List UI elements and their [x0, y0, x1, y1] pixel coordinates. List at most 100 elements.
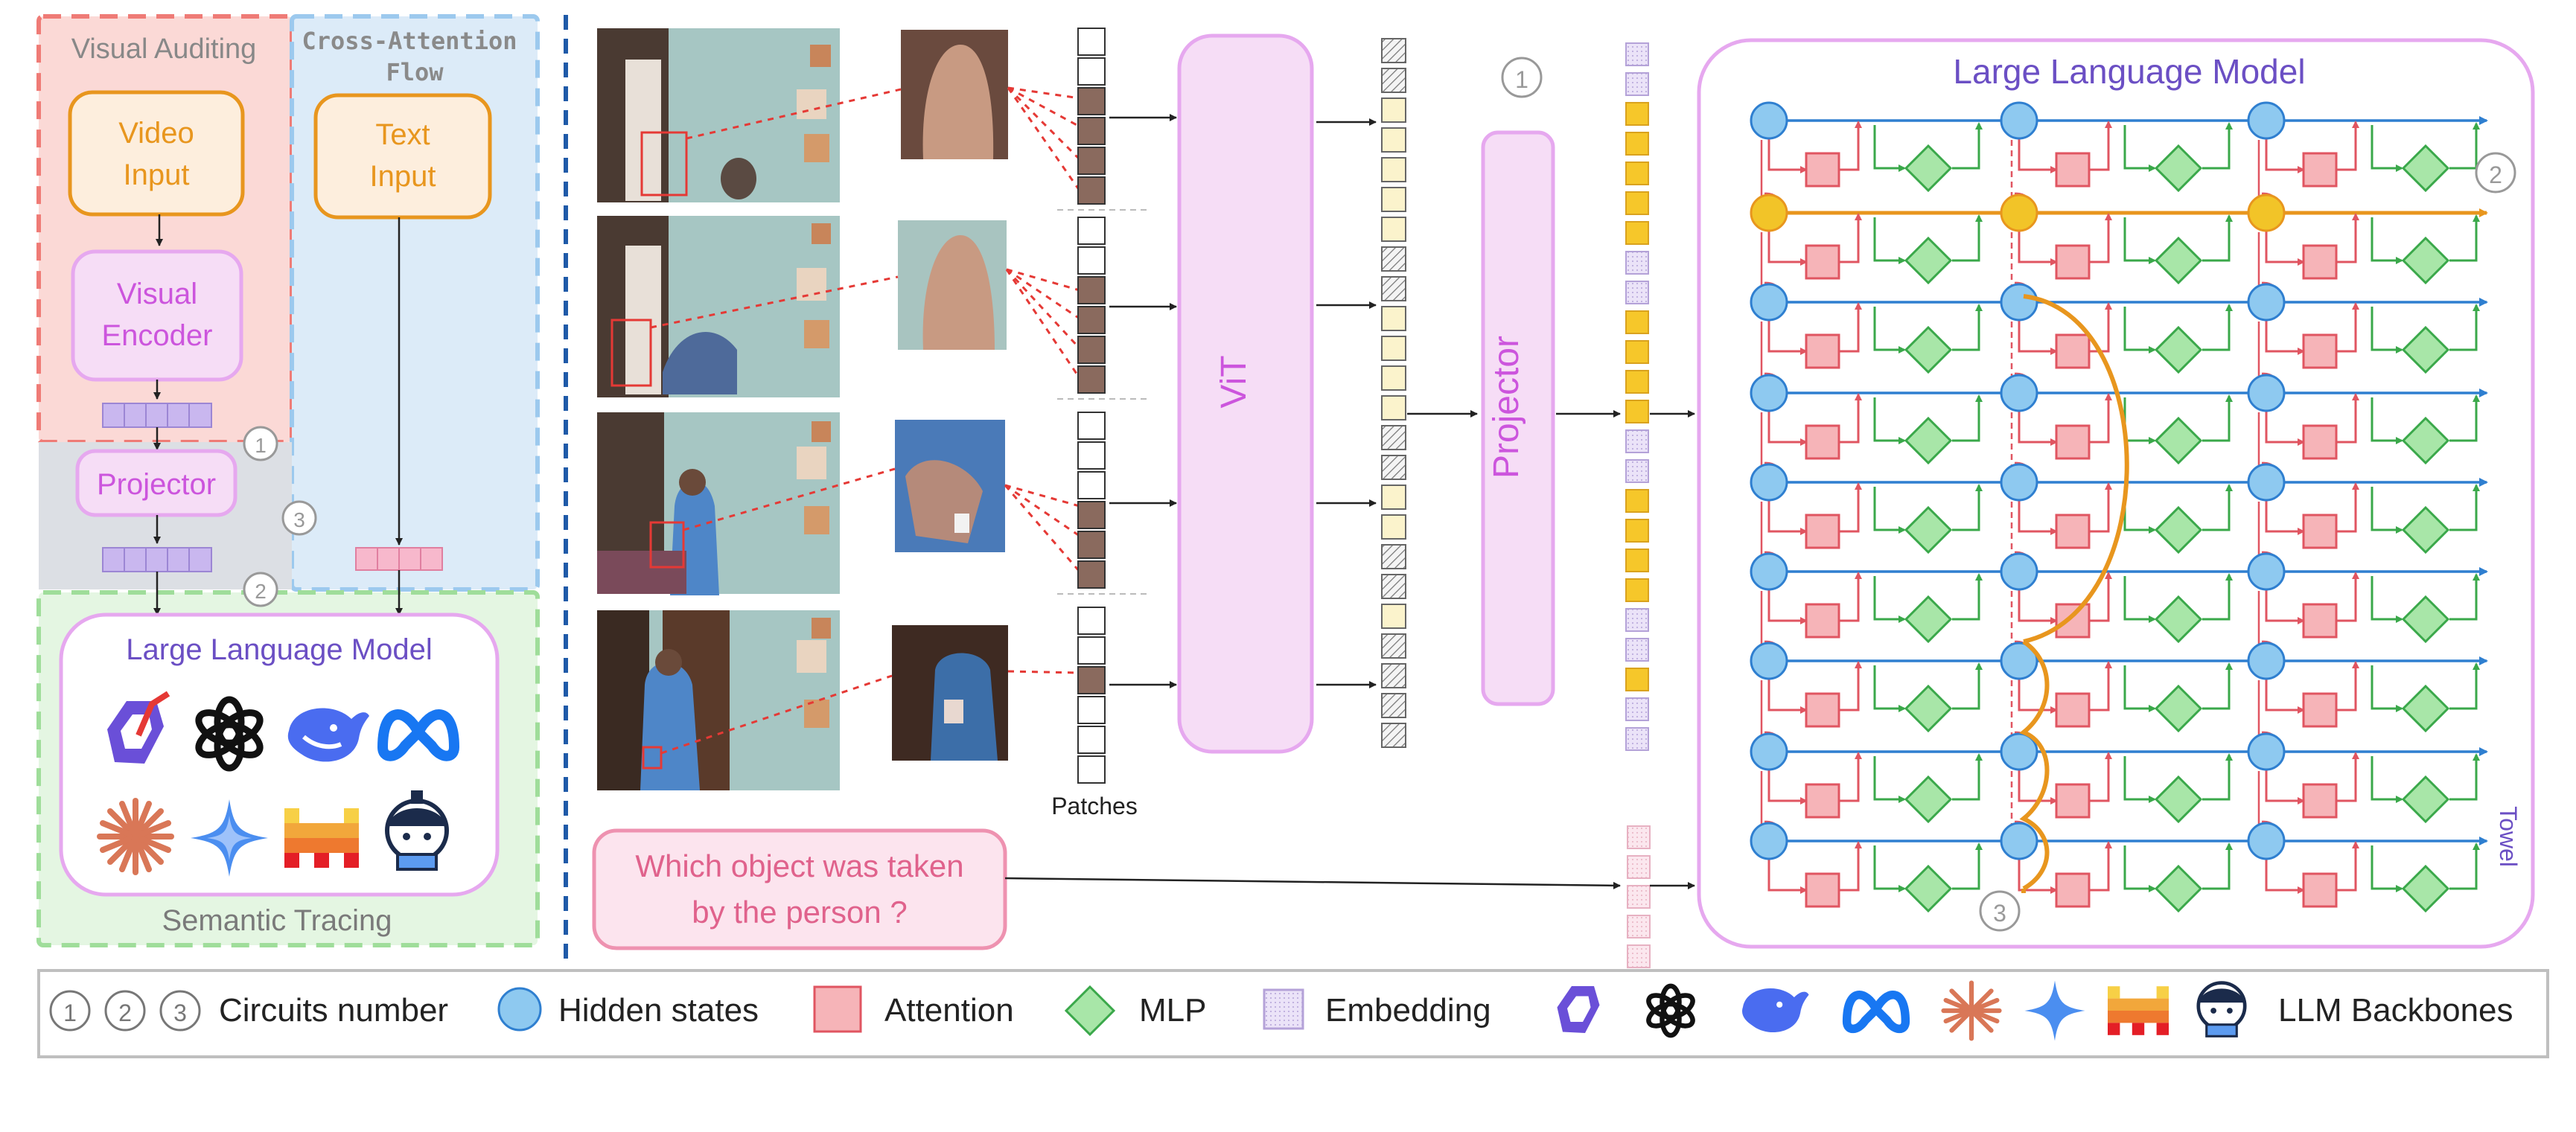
- mlp-input-path: [2371, 307, 2403, 354]
- attention-block: [2055, 603, 2091, 639]
- circuit-1-marker-mid: 1: [1501, 57, 1543, 98]
- projected-token: [1625, 42, 1649, 66]
- attention-input-path: [2018, 679, 2058, 714]
- hidden-state-node: [2247, 463, 2286, 502]
- vit-box: [1177, 33, 1314, 754]
- attention-block: [2055, 692, 2091, 728]
- vit-token: [1381, 693, 1406, 718]
- circuit-3-marker-left: 3: [281, 500, 317, 536]
- patch-cell: [1077, 117, 1106, 145]
- attention-block: [2302, 603, 2338, 639]
- attention-input-path: [2265, 679, 2305, 714]
- attention-output-path: [1839, 572, 1862, 622]
- mlp-input-path: [1873, 576, 1906, 623]
- mlp-block: [2401, 864, 2450, 913]
- hidden-state-node: [2000, 101, 2038, 140]
- attention-input-path: [2018, 411, 2058, 446]
- patch-cell: [1077, 560, 1106, 589]
- attention-output-path: [2089, 121, 2112, 171]
- vit-token: [1381, 97, 1406, 123]
- mlp-output-path: [1952, 122, 1983, 170]
- attention-output-path: [2089, 213, 2112, 263]
- attention-output-path: [2336, 482, 2359, 533]
- patch-cell: [1077, 28, 1106, 56]
- attention-output-path: [2089, 393, 2112, 444]
- projected-token: [1625, 251, 1649, 275]
- mlp-block: [1904, 144, 1953, 193]
- video-input-line1: Video: [118, 117, 194, 150]
- attention-input-path: [2018, 859, 2058, 894]
- mlp-block: [1904, 864, 1953, 913]
- projected-token: [1625, 668, 1649, 691]
- legend-embedding-label: Embedding: [1325, 992, 1491, 1029]
- interlm-icon: [385, 790, 449, 871]
- attention-block: [2302, 872, 2338, 908]
- patch-cell: [1077, 147, 1106, 175]
- attention-input-path: [1767, 500, 1808, 535]
- video-frame-1: [597, 28, 840, 202]
- projector-label-mid: Projector: [1487, 336, 1526, 479]
- video-input-box: [68, 90, 245, 217]
- patch-cell: [1077, 412, 1106, 440]
- circuit-1-marker-left: 1: [243, 426, 278, 461]
- mlp-output-path: [2449, 304, 2480, 351]
- mlp-output-path: [2202, 122, 2233, 170]
- left-panel: Visual Auditing Cross-Attention Flow Vid…: [36, 14, 540, 947]
- video-frames: [597, 28, 840, 790]
- patch-cell: [1077, 607, 1106, 635]
- legend-mlp-icon: [1064, 985, 1116, 1037]
- video-frame-4: [597, 610, 840, 790]
- mlp-block: [2154, 864, 2203, 913]
- attention-output-path: [2089, 302, 2112, 353]
- attention-input-path: [2265, 770, 2305, 805]
- qwen-icon: [107, 691, 170, 764]
- attention-input-path: [2265, 411, 2305, 446]
- mlp-input-path: [1873, 397, 1906, 444]
- legend-interlm-icon: [2196, 981, 2247, 1037]
- attention-input-path: [1767, 411, 1808, 446]
- visual-tokens-2: [102, 547, 212, 572]
- hidden-state-node: [2247, 822, 2286, 860]
- mlp-output-path: [2449, 842, 2480, 890]
- attention-output-path: [2089, 482, 2112, 533]
- attention-input-path: [2018, 231, 2058, 266]
- hidden-state-node: [2000, 732, 2038, 771]
- mlp-input-path: [2371, 397, 2403, 444]
- attention-output-path: [2336, 572, 2359, 622]
- attention-block: [1805, 872, 1840, 908]
- hidden-state-node: [1750, 463, 1788, 502]
- vit-token: [1381, 246, 1406, 272]
- mlp-input-path: [1873, 217, 1906, 264]
- projected-token: [1625, 429, 1649, 453]
- attention-block: [1805, 333, 1840, 369]
- legend-embedding-icon: [1263, 988, 1304, 1030]
- legend-meta-icon: [1842, 991, 1910, 1034]
- attention-output-path: [2336, 213, 2359, 263]
- svg-text:3: 3: [173, 1000, 187, 1026]
- hidden-state-node: [2247, 194, 2286, 232]
- text-embedding-token: [1627, 944, 1651, 968]
- mlp-output-path: [2202, 753, 2233, 801]
- attention-input-path: [2265, 500, 2305, 535]
- attention-block: [2302, 244, 2338, 280]
- projected-token: [1625, 281, 1649, 304]
- question-line2: by the person ?: [692, 895, 908, 930]
- attention-output-path: [2336, 752, 2359, 802]
- projected-token: [1625, 310, 1649, 334]
- projected-token: [1625, 102, 1649, 126]
- mlp-input-path: [1873, 845, 1906, 892]
- attention-block: [1805, 514, 1840, 549]
- attention-block: [2055, 424, 2091, 460]
- mlp-output-path: [2449, 394, 2480, 442]
- mlp-input-path: [1873, 756, 1906, 803]
- visual-auditing-title: Visual Auditing: [71, 33, 257, 65]
- vit-output-tokens: [1381, 38, 1406, 748]
- mlp-input-path: [2123, 845, 2156, 892]
- patch-cell: [1077, 306, 1106, 334]
- mlp-input-path: [1873, 487, 1906, 534]
- mlp-output-path: [1952, 214, 1983, 262]
- mlp-input-path: [2371, 125, 2403, 172]
- attention-output-path: [1839, 302, 1862, 353]
